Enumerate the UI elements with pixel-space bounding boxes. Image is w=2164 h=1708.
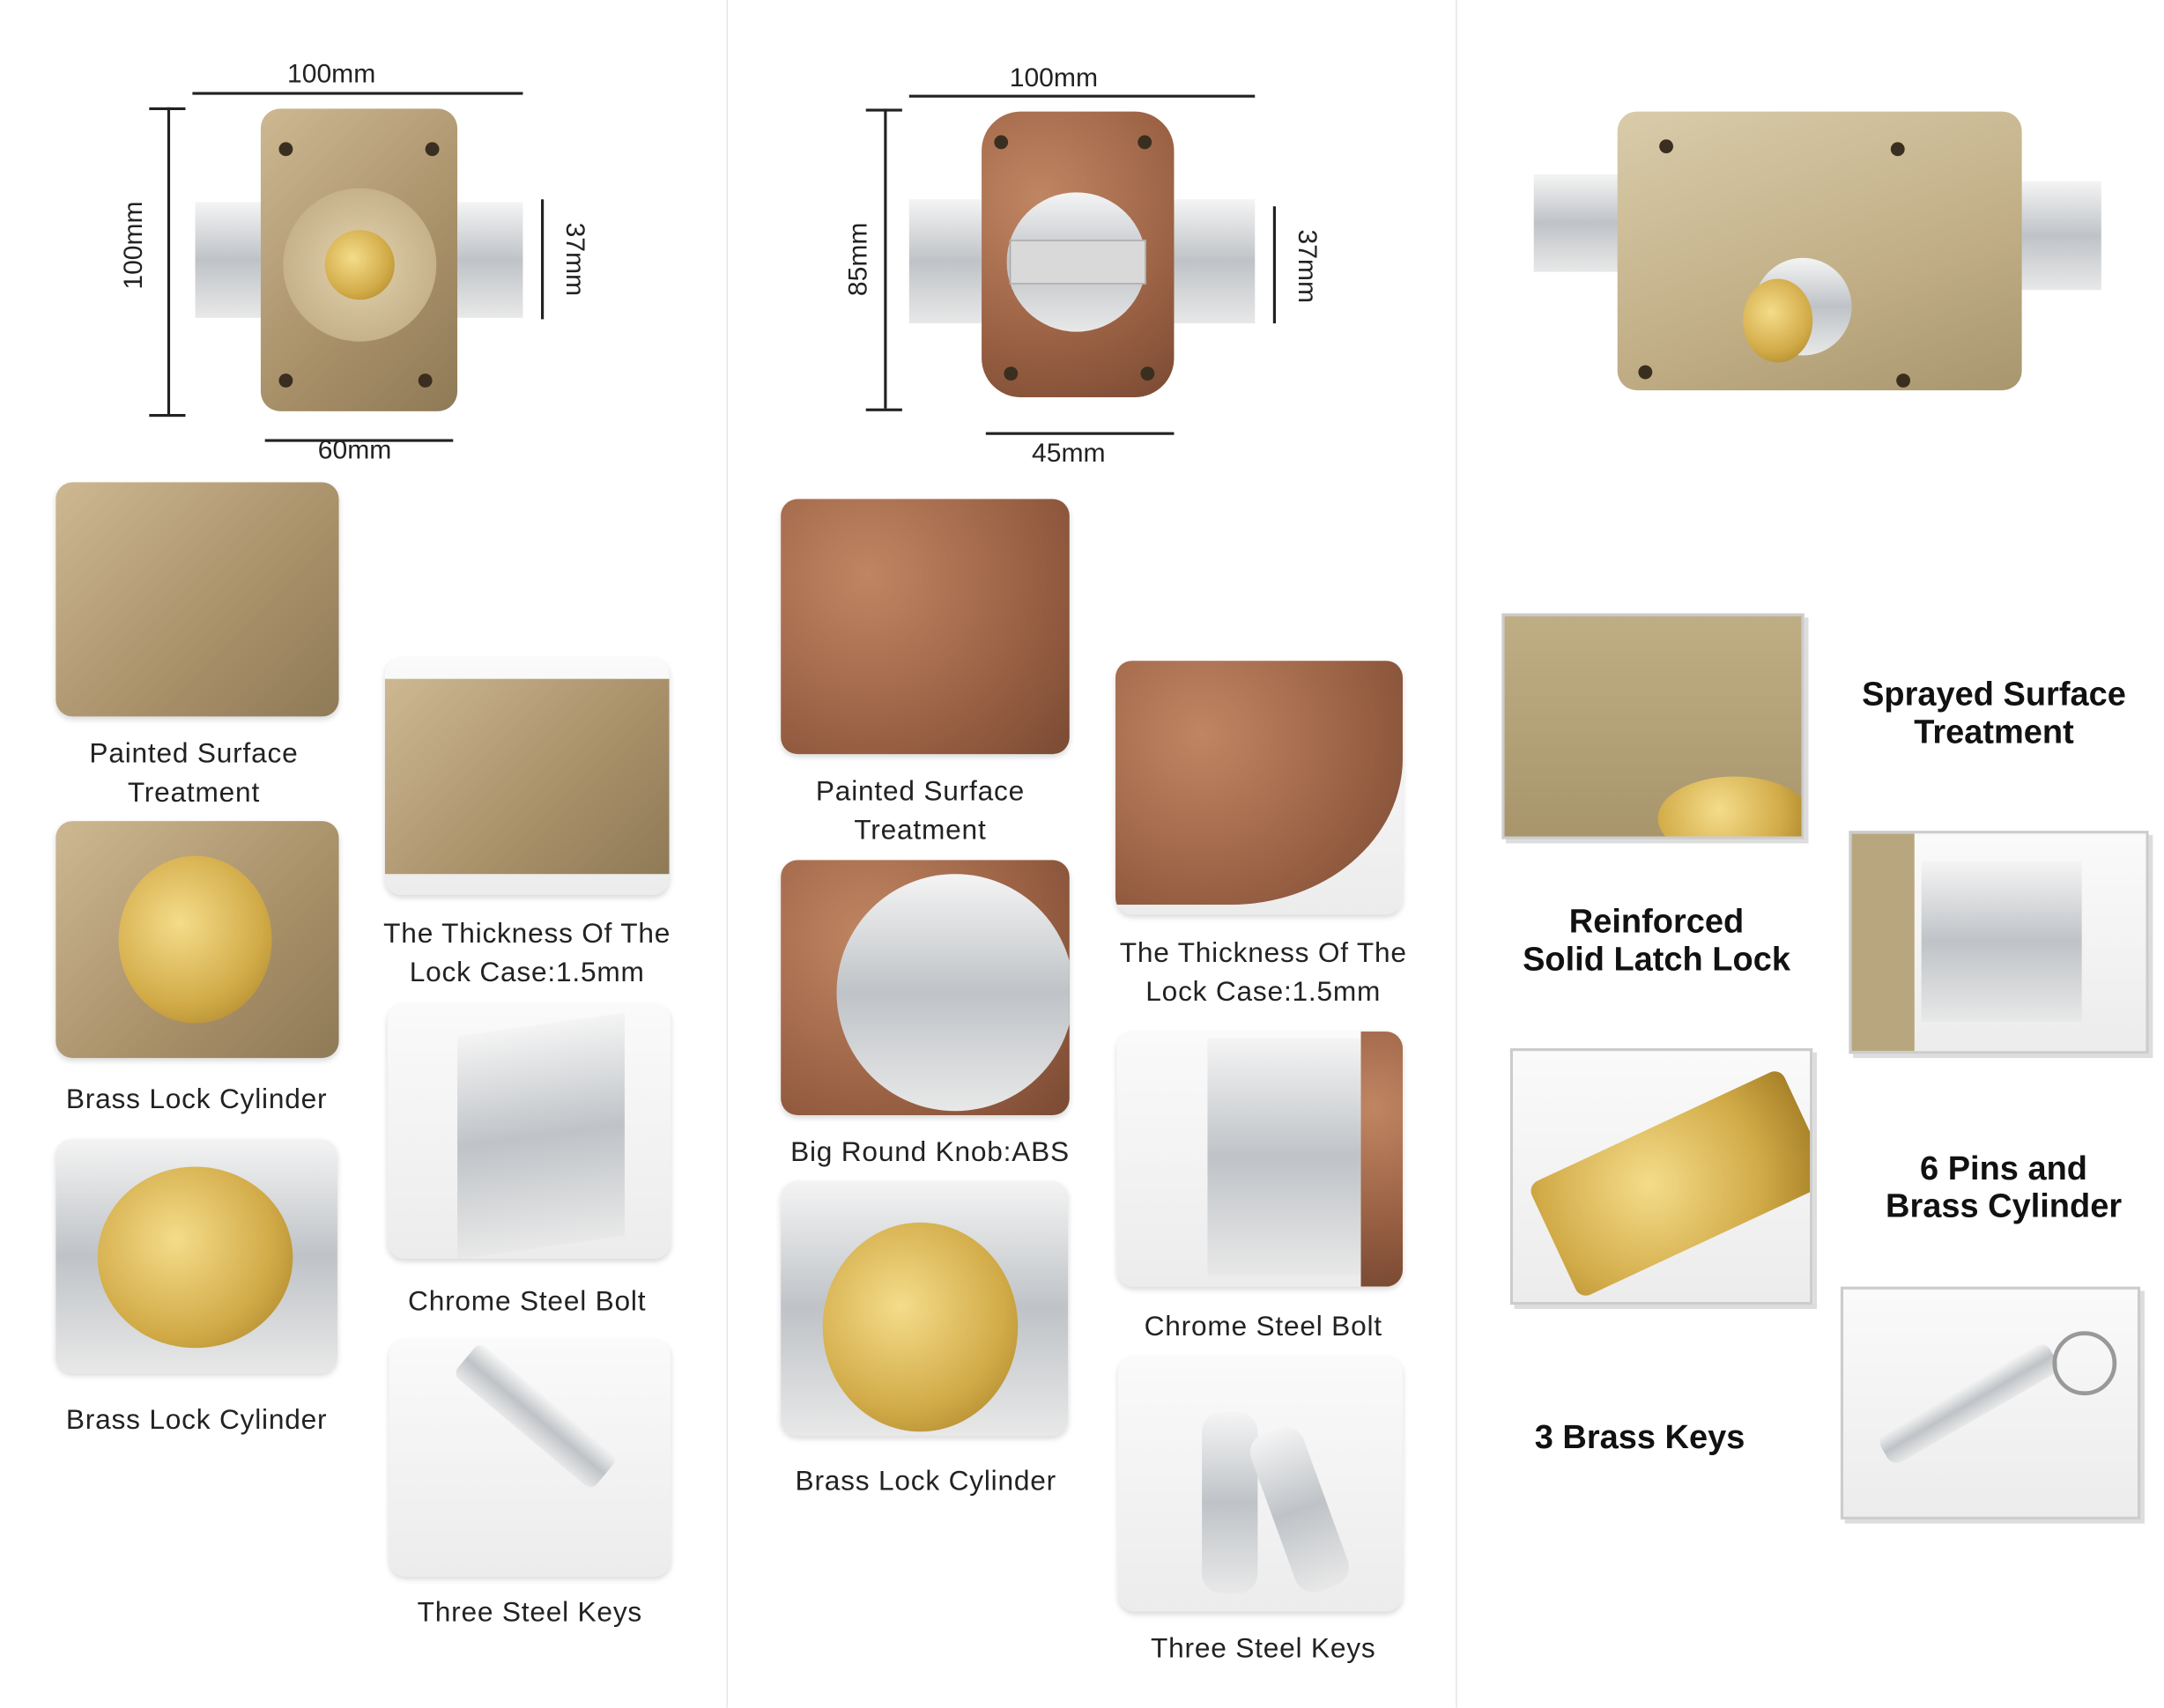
feature-label: 3 Brass Keys — [1534, 1418, 1745, 1457]
divider — [1456, 0, 1457, 1708]
lock-cylinder-icon — [324, 230, 395, 300]
round-knob-photo — [781, 860, 1070, 1115]
brass-cylinder-photo — [56, 1138, 337, 1373]
latch-photo — [1849, 831, 2149, 1054]
chrome-bolt-photo — [1116, 1031, 1403, 1287]
feature-label: Big Round Knob:ABS — [790, 1137, 1070, 1169]
dimension-height: 85mm — [844, 222, 874, 297]
feature-label: Chrome Steel Bolt — [408, 1286, 647, 1318]
feature-label: Three Steel Keys — [417, 1597, 643, 1629]
brass-cylinder-photo — [1509, 1048, 1813, 1305]
feature-label: Three Steel Keys — [1151, 1633, 1376, 1665]
brass-cylinder-photo — [781, 1180, 1069, 1436]
divider — [726, 0, 729, 1708]
dimension-bolt: 37mm — [560, 222, 589, 297]
brass-cylinder-photo — [56, 821, 339, 1059]
painted-surface-photo — [56, 482, 339, 717]
dimension-width-top: 100mm — [1009, 63, 1098, 94]
keys-photo — [1118, 1356, 1403, 1612]
dimension-width-top: 100mm — [286, 60, 376, 90]
chrome-bolt-photo — [387, 1003, 671, 1259]
keys-photo — [389, 1339, 671, 1577]
feature-label: Brass Lock Cylinder — [65, 1405, 328, 1436]
dimension-width-bottom: 60mm — [317, 436, 392, 466]
keys-photo — [1840, 1286, 2141, 1519]
dimension-height: 100mm — [119, 201, 149, 290]
case-thickness-photo — [384, 657, 670, 895]
sprayed-surface-photo — [1501, 613, 1805, 839]
feature-label: Chrome Steel Bolt — [1144, 1312, 1382, 1342]
lock-cylinder-icon — [1743, 278, 1813, 363]
painted-surface-photo — [781, 499, 1070, 755]
feature-label: Brass Lock Cylinder — [65, 1084, 328, 1115]
case-thickness-photo — [1115, 661, 1403, 915]
dimension-width-bottom: 45mm — [1032, 439, 1106, 469]
dimension-bolt: 37mm — [1292, 229, 1322, 304]
feature-label: Brass Lock Cylinder — [795, 1466, 1057, 1497]
